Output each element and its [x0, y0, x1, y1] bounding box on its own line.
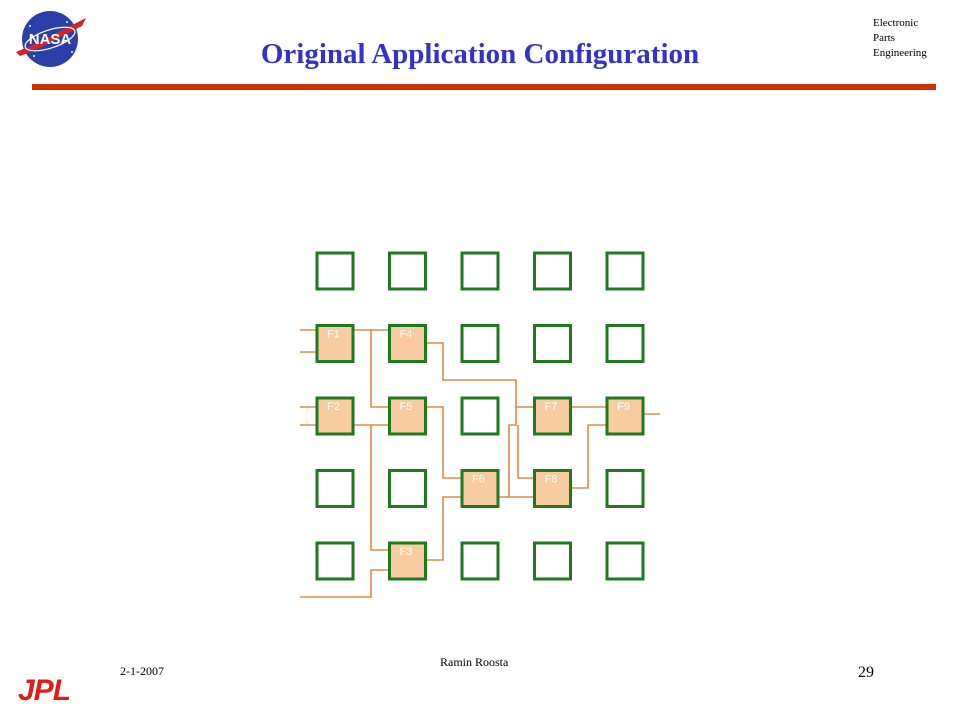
logic-cell-f9: F9 [605, 396, 645, 436]
logic-cell-f8: F8 [533, 469, 572, 508]
cell-box [533, 324, 572, 363]
logic-cell-empty [533, 251, 572, 291]
page-number: 29 [858, 664, 874, 681]
logic-cell-empty [605, 251, 645, 291]
logic-cell-empty [315, 251, 355, 291]
cell-box [388, 469, 427, 508]
logic-cell-f1: F1 [315, 324, 355, 363]
logic-cell-f4: F4 [388, 324, 427, 363]
nasa-logo: NASA [16, 11, 86, 67]
logic-cell-empty [388, 251, 427, 291]
cell-label: F8 [545, 474, 558, 486]
cell-box [315, 541, 355, 581]
cell-box [388, 324, 427, 363]
cell-box [388, 251, 427, 291]
cell-box [460, 251, 500, 291]
logic-cell-empty [605, 324, 645, 363]
cell-box [315, 251, 355, 291]
slide-author: Ramin Roosta [440, 655, 509, 669]
routing-wire [370, 330, 389, 408]
routing-wire [517, 425, 534, 479]
logic-cell-f3: F3 [388, 541, 427, 581]
logic-cell-empty [605, 541, 645, 581]
routing-wires [300, 329, 660, 598]
logic-cell-f5: F5 [388, 396, 427, 436]
cell-box [533, 396, 572, 436]
cell-box [533, 469, 572, 508]
cell-box [460, 469, 500, 508]
logic-cell-empty [460, 396, 500, 436]
logic-cell-empty [460, 251, 500, 291]
routing-wire [300, 569, 389, 598]
cell-box [460, 396, 500, 436]
logic-cell-empty [388, 469, 427, 508]
cell-box [315, 396, 355, 436]
cell-label: F6 [472, 474, 485, 486]
logic-cell-empty [460, 324, 500, 363]
cell-label: F7 [545, 401, 558, 413]
routing-wire [570, 424, 607, 489]
slide-title: Original Application Configuration [260, 38, 700, 70]
title-divider [32, 84, 936, 90]
cell-label: F4 [400, 329, 413, 341]
cell-label: F1 [327, 329, 340, 341]
routing-wire [425, 406, 461, 479]
cell-box [315, 324, 355, 363]
cell-label: F5 [400, 401, 413, 413]
cell-label: F9 [617, 401, 630, 413]
routing-wire [370, 425, 389, 551]
cell-box [460, 324, 500, 363]
org-name: Electronic Parts Engineering [873, 16, 927, 61]
org-line: Electronic [873, 17, 919, 29]
cell-box [460, 541, 500, 581]
cell-box [388, 541, 427, 581]
routing-wire [508, 407, 517, 497]
nasa-logo-text: NASA [29, 31, 72, 48]
logic-cell-empty [605, 469, 645, 508]
routing-wire [425, 342, 534, 408]
cell-box [605, 396, 645, 436]
cell-box [605, 541, 645, 581]
cell-box [605, 469, 645, 508]
logic-cell-f7: F7 [533, 396, 572, 436]
routing-wire [425, 496, 461, 561]
cell-label: F2 [327, 401, 340, 413]
jpl-logo-text: JPL [18, 674, 70, 707]
cell-box [533, 541, 572, 581]
org-line: Engineering [873, 47, 927, 59]
logic-cell-empty [533, 541, 572, 581]
cell-box [605, 251, 645, 291]
logic-cell-empty [315, 469, 355, 508]
logic-cell-f2: F2 [315, 396, 355, 436]
cell-box [388, 396, 427, 436]
slide-date: 2-1-2007 [120, 664, 164, 678]
cell-box [605, 324, 645, 363]
logic-cell-f6: F6 [460, 469, 500, 508]
logic-cell-empty [315, 541, 355, 581]
logic-cell-empty [460, 541, 500, 581]
cell-box [533, 251, 572, 291]
jpl-logo: JPL [18, 674, 71, 707]
org-line: Parts [873, 32, 895, 44]
cell-box [315, 469, 355, 508]
logic-cell-empty [533, 324, 572, 363]
cell-label: F3 [400, 546, 413, 558]
